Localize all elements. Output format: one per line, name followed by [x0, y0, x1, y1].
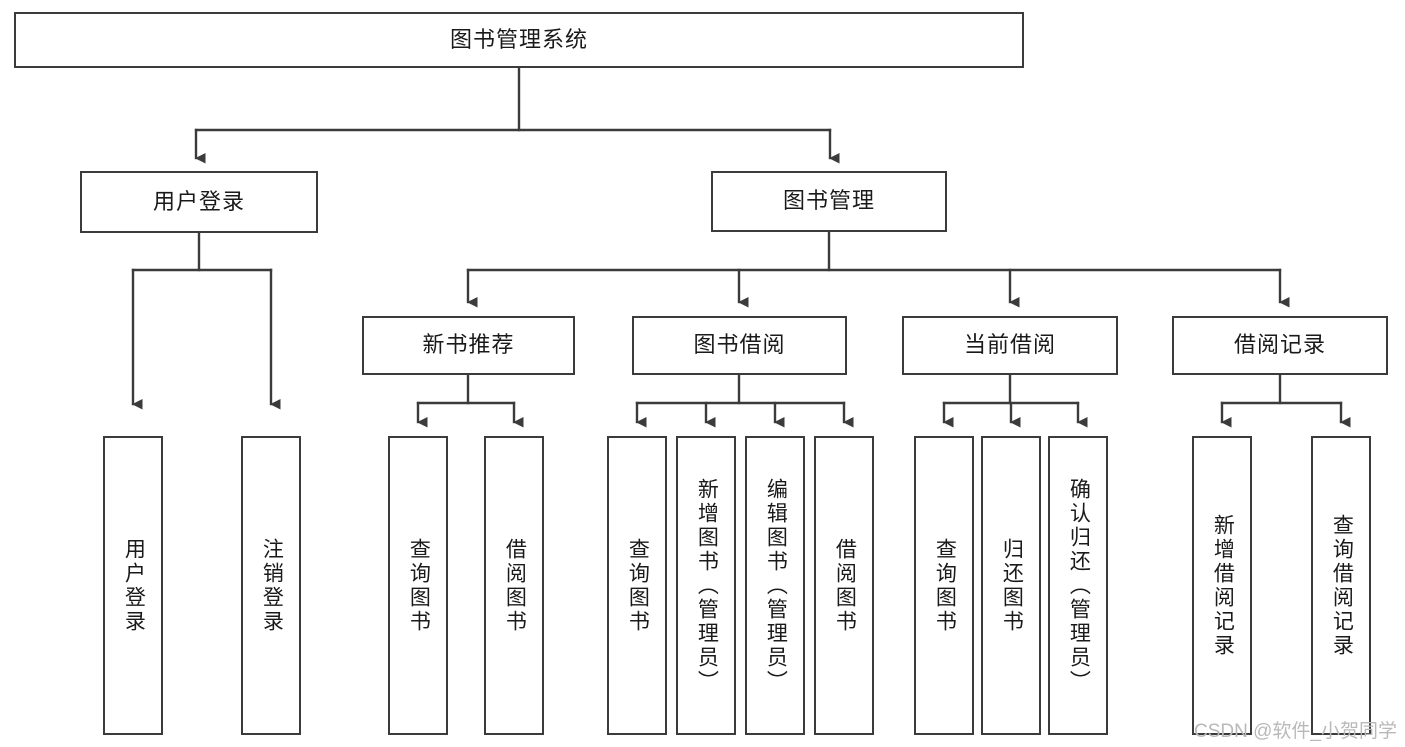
node-current-borrow[interactable]: 当前借阅 — [902, 316, 1118, 375]
node-new-book-rec-label: 新书推荐 — [422, 332, 515, 358]
node-book-borrow[interactable]: 图书借阅 — [632, 316, 847, 375]
node-leaf-query-book-1[interactable]: 查询图书 — [388, 436, 448, 735]
node-current-borrow-label: 当前借阅 — [963, 332, 1056, 358]
node-book-manage[interactable]: 图书管理 — [711, 171, 947, 232]
node-user-login-label: 用户登录 — [152, 188, 245, 214]
node-leaf-user-login-label: 用户登录 — [122, 537, 146, 634]
node-leaf-borrow-book-1[interactable]: 借阅图书 — [484, 436, 544, 735]
node-leaf-query-book-2-label: 查询图书 — [626, 537, 650, 634]
node-book-borrow-label: 图书借阅 — [693, 332, 786, 358]
node-leaf-query-book-3[interactable]: 查询图书 — [914, 436, 974, 735]
node-borrow-record[interactable]: 借阅记录 — [1172, 316, 1388, 375]
node-root-label: 图书管理系统 — [449, 26, 588, 52]
node-leaf-borrow-book-1-label: 借阅图书 — [503, 537, 527, 634]
node-borrow-record-label: 借阅记录 — [1233, 332, 1326, 358]
node-leaf-add-book-label: 新增图书（管理员） — [695, 477, 719, 694]
node-new-book-rec[interactable]: 新书推荐 — [362, 316, 575, 375]
node-book-manage-label: 图书管理 — [782, 188, 875, 214]
node-leaf-logout-label: 注销登录 — [260, 537, 284, 634]
node-leaf-logout[interactable]: 注销登录 — [241, 436, 301, 735]
node-leaf-query-book-1-label: 查询图书 — [407, 537, 431, 634]
node-leaf-return-book[interactable]: 归还图书 — [981, 436, 1041, 735]
node-root[interactable]: 图书管理系统 — [14, 12, 1024, 68]
watermark: CSDN @软件_小贺同学 — [1194, 721, 1397, 742]
node-leaf-query-book-2[interactable]: 查询图书 — [607, 436, 667, 735]
node-leaf-add-record-label: 新增借阅记录 — [1211, 513, 1235, 658]
node-leaf-user-login[interactable]: 用户登录 — [103, 436, 163, 735]
node-leaf-edit-book[interactable]: 编辑图书（管理员） — [745, 436, 805, 735]
node-leaf-query-book-3-label: 查询图书 — [933, 537, 957, 634]
node-leaf-query-record[interactable]: 查询借阅记录 — [1311, 436, 1371, 735]
node-user-login[interactable]: 用户登录 — [80, 171, 318, 233]
node-leaf-return-book-label: 归还图书 — [1000, 537, 1024, 634]
node-leaf-add-record[interactable]: 新增借阅记录 — [1192, 436, 1252, 735]
node-leaf-borrow-book-2-label: 借阅图书 — [833, 537, 857, 634]
node-leaf-add-book[interactable]: 新增图书（管理员） — [676, 436, 736, 735]
node-leaf-confirm-return[interactable]: 确认归还（管理员） — [1048, 436, 1108, 735]
node-leaf-confirm-return-label: 确认归还（管理员） — [1067, 477, 1091, 694]
node-leaf-edit-book-label: 编辑图书（管理员） — [764, 477, 788, 694]
node-leaf-borrow-book-2[interactable]: 借阅图书 — [814, 436, 874, 735]
node-leaf-query-record-label: 查询借阅记录 — [1330, 513, 1354, 658]
